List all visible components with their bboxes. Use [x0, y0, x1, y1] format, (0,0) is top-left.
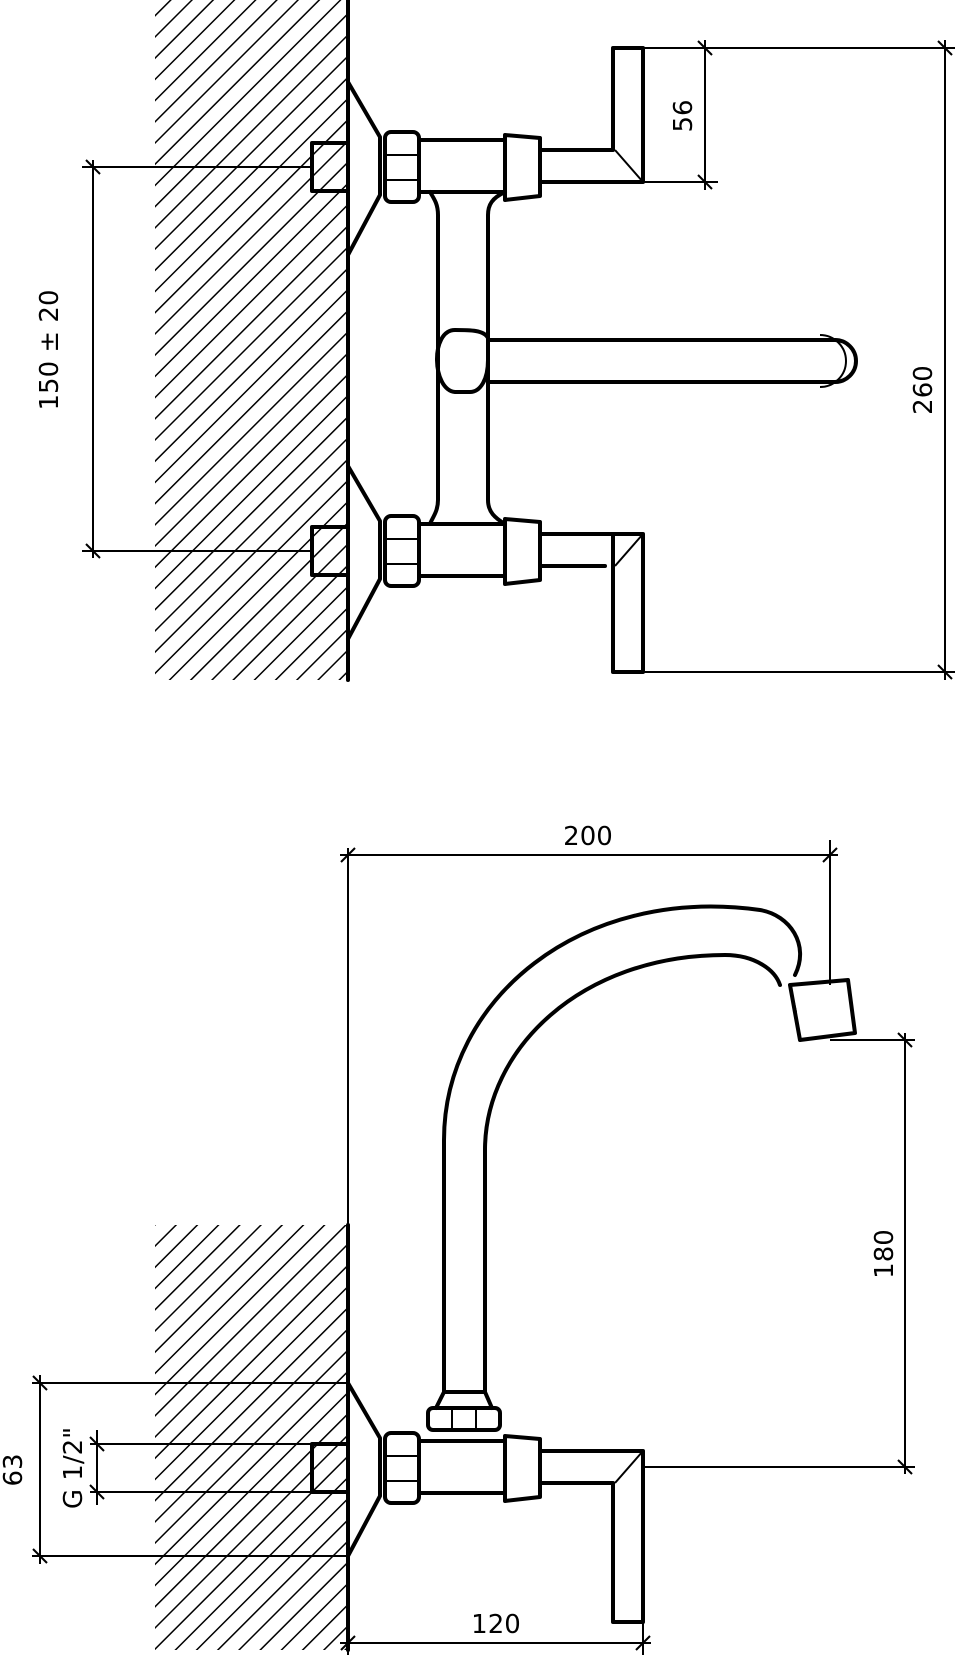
dim-63-label: 63: [0, 1453, 29, 1486]
dim-200: 200: [340, 822, 838, 1225]
dim-150: 150 ± 20: [35, 159, 312, 559]
aerator: [788, 978, 857, 1042]
dim-120-label: 120: [471, 1610, 521, 1640]
spout-nut: [426, 1358, 502, 1432]
dim-180: 180: [643, 1032, 915, 1475]
dim-63: 63: [0, 1375, 348, 1564]
spout-top-view: [435, 328, 858, 394]
side-view: 200 180 120 63: [0, 822, 915, 1655]
dim-thread-label: G 1/2": [59, 1427, 89, 1509]
spout-curve-inner: [483, 953, 782, 1362]
inlet-side: [310, 1381, 645, 1624]
dim-150-label: 150 ± 20: [35, 289, 65, 410]
dim-200-label: 200: [563, 822, 613, 852]
dim-56-label: 56: [669, 99, 699, 132]
dim-180-label: 180: [870, 1229, 900, 1279]
dim-260: 260: [643, 40, 955, 680]
dim-120: 120: [340, 1560, 651, 1655]
wall-hatch-side: [155, 1225, 348, 1650]
inlet-lower: [310, 464, 645, 674]
spout-curve-outer: [442, 904, 802, 1362]
dim-56: 56: [643, 40, 718, 190]
wall-hatch-top: [155, 0, 348, 680]
dim-260-label: 260: [909, 365, 939, 415]
top-view: 56 260 150 ± 20: [35, 0, 955, 682]
dim-thread: G 1/2": [59, 1427, 312, 1509]
body-right-edge: [486, 190, 507, 526]
inlet-upper: [310, 46, 645, 257]
